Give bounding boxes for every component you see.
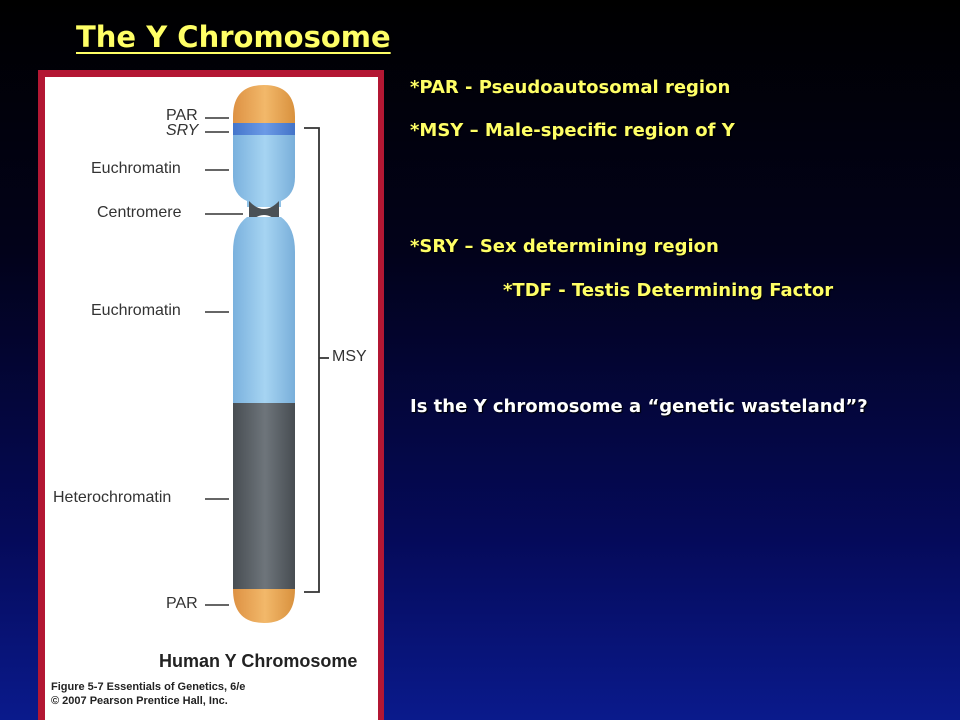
- euchromatin-lower-region: [233, 217, 295, 403]
- label-euchromatin-top: Euchromatin: [91, 160, 181, 177]
- y-chromosome-diagram: [205, 85, 329, 623]
- euchromatin-upper-region: [233, 135, 295, 207]
- slide-title: The Y Chromosome: [76, 20, 391, 54]
- label-msy: MSY: [332, 348, 367, 365]
- label-par-top: PAR: [166, 107, 198, 124]
- question-text: Is the Y chromosome a “genetic wasteland…: [410, 396, 868, 417]
- figure-credit-line-2: © 2007 Pearson Prentice Hall, Inc.: [51, 695, 228, 707]
- label-euchromatin-bottom: Euchromatin: [91, 302, 181, 319]
- label-sry: SRY: [166, 122, 199, 139]
- par-top-region: [233, 85, 295, 123]
- sry-band: [233, 123, 295, 135]
- label-centromere: Centromere: [97, 204, 182, 221]
- upper-arm: [233, 85, 295, 207]
- heterochromatin-region: [233, 403, 295, 589]
- par-bottom-region: [233, 589, 295, 623]
- figure-credit-line-1: Figure 5-7 Essentials of Genetics, 6/e: [51, 681, 246, 693]
- centromere-constriction: [249, 201, 279, 223]
- figure-caption: Human Y Chromosome: [159, 651, 358, 671]
- note-sry: *SRY – Sex determining region: [410, 236, 719, 257]
- figure-panel: PAR SRY Euchromatin Centromere Euchromat…: [45, 77, 378, 720]
- label-par-bottom: PAR: [166, 595, 198, 612]
- note-tdf: *TDF - Testis Determining Factor: [503, 280, 834, 301]
- note-par: *PAR - Pseudoautosomal region: [410, 77, 731, 98]
- leader-lines: [205, 117, 243, 606]
- msy-bracket: [304, 127, 329, 593]
- label-heterochromatin: Heterochromatin: [53, 489, 172, 506]
- lower-arm: [233, 217, 295, 623]
- note-msy: *MSY – Male-specific region of Y: [410, 120, 735, 141]
